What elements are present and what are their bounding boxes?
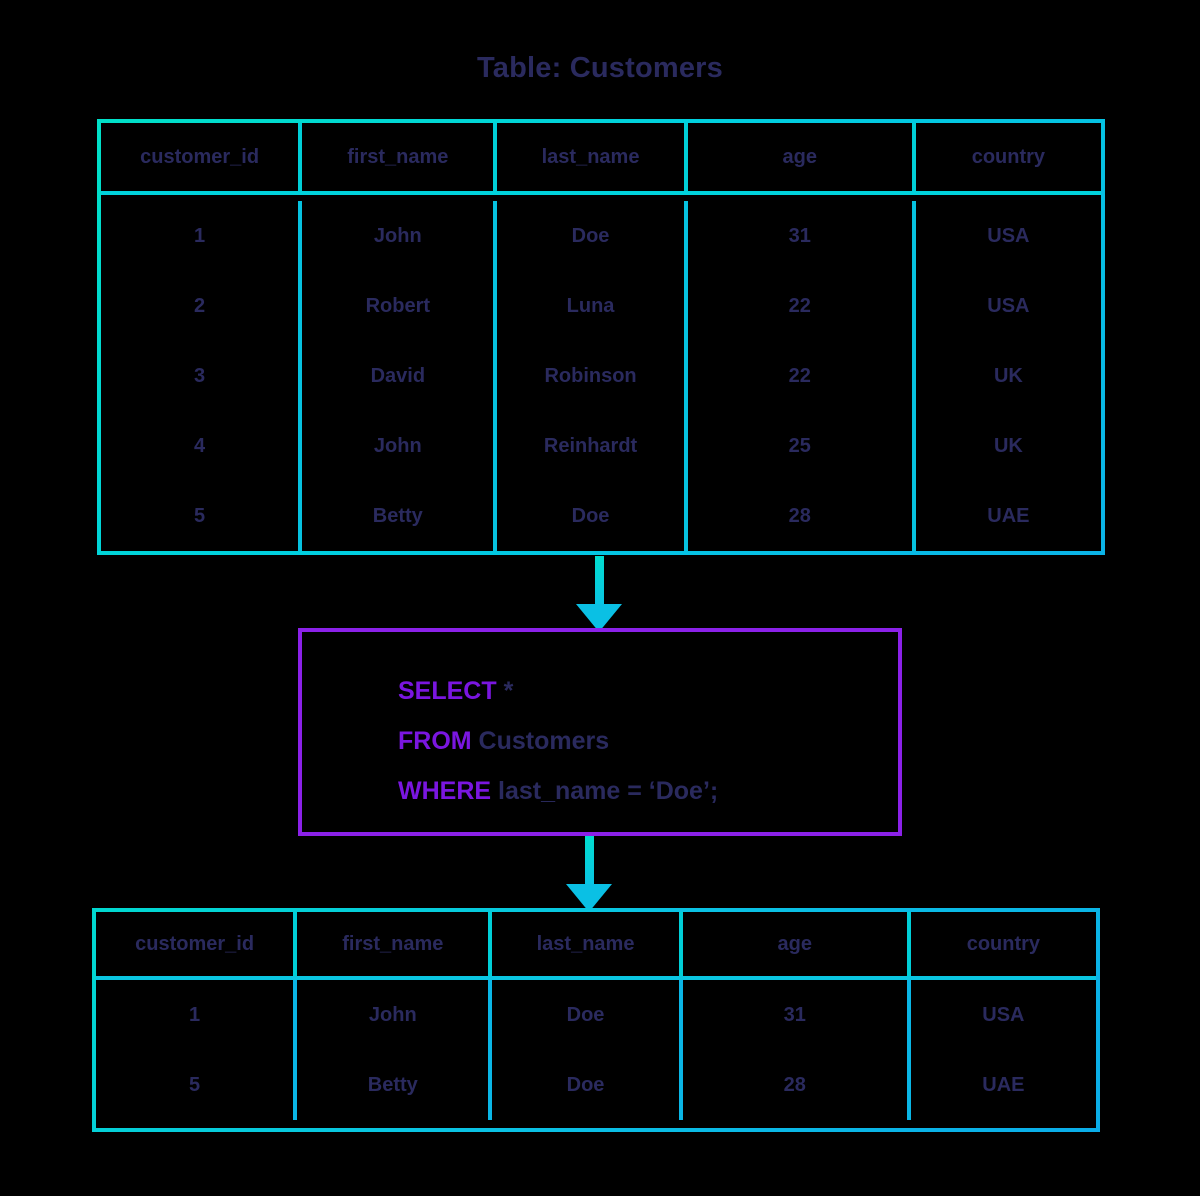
column-header-country: country (971, 145, 1046, 168)
cell-customer-id: 1 (101, 201, 303, 271)
arrow-head (566, 884, 612, 912)
arrow-head (576, 604, 622, 632)
column-header-age: age (688, 123, 916, 191)
cell-last-name: Doe (492, 980, 683, 1050)
arrow-shaft (595, 556, 604, 606)
column-header-customer-id: customer_id (96, 912, 298, 976)
sql-line-select: SELECT * (398, 666, 898, 716)
cell-country: UK (993, 434, 1023, 457)
cell-last-name: Doe (497, 201, 688, 271)
cell-age: 31 (683, 980, 911, 1050)
cell-age: 28 (688, 481, 916, 551)
cell-age: 28 (683, 1050, 911, 1120)
table-row: 1 John Doe 31 USA (101, 201, 1101, 271)
sql-keyword-from: FROM (398, 727, 472, 755)
column-header-age: age (683, 912, 911, 976)
cell-first-name: Robert (302, 271, 498, 341)
arrow-down-icon (566, 836, 612, 912)
sql-text-where-rest: last_name = ‘Doe’; (491, 777, 719, 805)
cell-customer-id: 5 (101, 481, 303, 551)
result-table-header-row: customer_id first_name last_name age cou… (96, 912, 1096, 980)
cell-first-name: David (302, 341, 498, 411)
column-header-first-name: first_name (297, 912, 493, 976)
cell-customer-id: 3 (101, 341, 303, 411)
cell-customer-id: 2 (101, 271, 303, 341)
source-table-header-row: customer_id first_name last_name age cou… (101, 123, 1101, 195)
cell-customer-id: 4 (101, 411, 303, 481)
table-row: 5 Betty Doe 28 UAE (101, 481, 1101, 551)
column-header-customer-id: customer_id (101, 123, 303, 191)
cell-country: UAE (987, 504, 1030, 527)
sql-line-where: WHERE last_name = ‘Doe’; (398, 766, 898, 816)
sql-keyword-select: SELECT (398, 677, 497, 705)
sql-keyword-where: WHERE (398, 777, 492, 805)
cell-first-name: Betty (297, 1050, 493, 1120)
source-table: customer_id first_name last_name age cou… (97, 119, 1105, 555)
cell-country: UK (993, 364, 1023, 387)
cell-country: USA (982, 1003, 1025, 1026)
page-title: Table: Customers (477, 52, 723, 84)
cell-first-name: John (302, 411, 498, 481)
cell-customer-id: 5 (96, 1050, 298, 1120)
cell-country: UAE (982, 1073, 1025, 1096)
cell-age: 31 (688, 201, 916, 271)
table-row: 2 Robert Luna 22 USA (101, 271, 1101, 341)
column-header-last-name: last_name (492, 912, 683, 976)
cell-country: USA (987, 224, 1030, 247)
table-row: 4 John Reinhardt 25 UK (101, 411, 1101, 481)
cell-age: 22 (688, 341, 916, 411)
arrow-down-icon (576, 556, 622, 632)
cell-last-name: Luna (497, 271, 688, 341)
sql-text-from-rest: Customers (471, 727, 610, 755)
cell-last-name: Doe (492, 1050, 683, 1120)
arrow-shaft (585, 836, 594, 886)
result-table-body: 1 John Doe 31 USA 5 Betty Doe 28 UAE (96, 980, 1096, 1120)
source-table-body: 1 John Doe 31 USA 2 Robert Luna 22 USA 3… (101, 195, 1101, 557)
sql-query-box: SELECT * FROM Customers WHERE last_name … (298, 628, 902, 836)
table-row: 3 David Robinson 22 UK (101, 341, 1101, 411)
sql-text-select-rest: * (496, 677, 514, 705)
result-table: customer_id first_name last_name age cou… (92, 908, 1100, 1132)
cell-first-name: John (302, 201, 498, 271)
cell-customer-id: 1 (96, 980, 298, 1050)
sql-line-from: FROM Customers (398, 716, 898, 766)
table-row: 1 John Doe 31 USA (96, 980, 1096, 1050)
cell-last-name: Robinson (497, 341, 688, 411)
cell-first-name: John (297, 980, 493, 1050)
column-header-country: country (966, 932, 1041, 955)
column-header-first-name: first_name (302, 123, 498, 191)
column-header-last-name: last_name (497, 123, 688, 191)
cell-last-name: Reinhardt (497, 411, 688, 481)
cell-first-name: Betty (302, 481, 498, 551)
cell-age: 22 (688, 271, 916, 341)
table-row: 5 Betty Doe 28 UAE (96, 1050, 1096, 1120)
cell-last-name: Doe (497, 481, 688, 551)
cell-country: USA (987, 294, 1030, 317)
cell-age: 25 (688, 411, 916, 481)
